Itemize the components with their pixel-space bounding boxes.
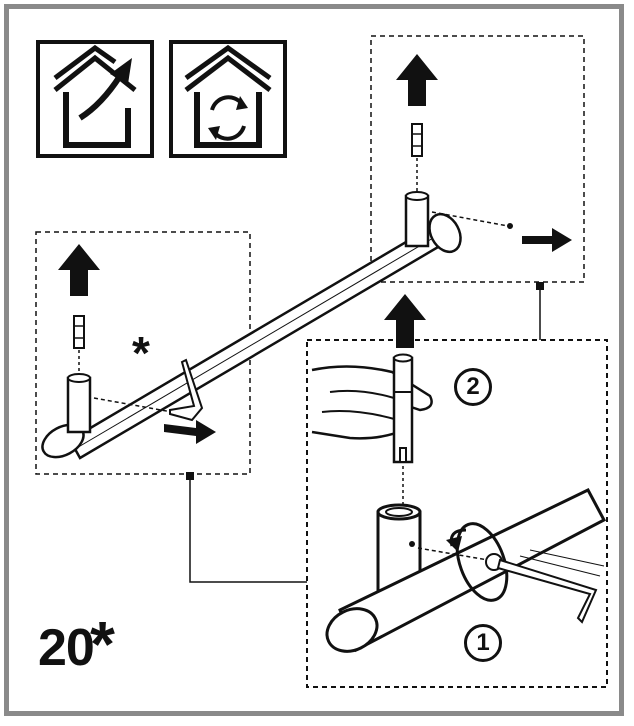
right-arrow-icon: [164, 420, 216, 444]
right-arrow-icon: [522, 228, 572, 252]
callout-step-two: 2: [454, 368, 492, 406]
connector-lines: [189, 282, 541, 583]
zoom-detail-box: [306, 339, 608, 688]
optional-part-marker: *: [132, 327, 150, 379]
right-mount-bracket: [396, 54, 572, 252]
up-arrow-icon: [396, 54, 438, 106]
step-number: 20: [38, 619, 95, 677]
house-move-out-icon: [36, 40, 154, 158]
top-right-detail-box: [370, 35, 585, 283]
left-mount-bracket: [58, 244, 216, 444]
step-optional-marker: *: [90, 608, 115, 680]
up-arrow-icon: [58, 244, 100, 296]
zoom-detail-illustration: [311, 294, 607, 653]
callout-step-one: 1: [464, 624, 502, 662]
up-arrow-icon: [384, 294, 426, 348]
towel-rail-bar: [41, 212, 462, 460]
instruction-frame: [4, 4, 624, 716]
house-refresh-icon: [169, 40, 287, 158]
